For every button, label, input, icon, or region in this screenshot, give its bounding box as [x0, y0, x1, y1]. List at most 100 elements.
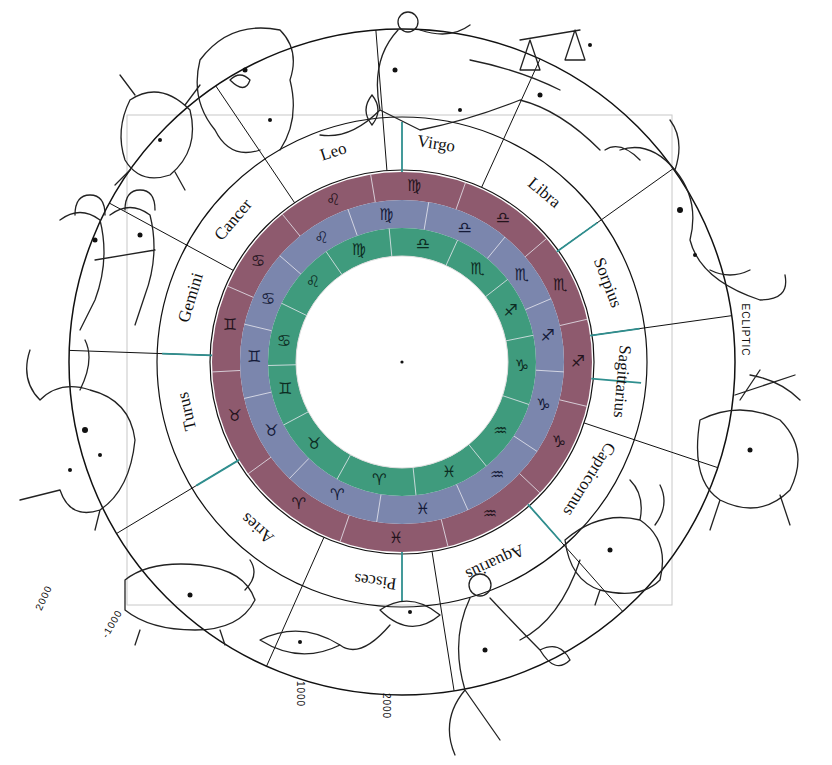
gemini-figure	[60, 190, 155, 330]
ring-divider	[212, 370, 240, 371]
marker-tick	[557, 223, 598, 252]
zodiac-glyph: ♈	[330, 487, 344, 503]
zodiac-glyph: ♑	[552, 434, 566, 450]
frame	[127, 115, 672, 605]
scorpius-figure	[605, 120, 786, 300]
zodiac-glyph: ♏	[515, 267, 529, 283]
sign-ring-inner	[210, 170, 594, 554]
ring-divider	[280, 256, 301, 274]
zodiac-glyph: ♓	[442, 464, 456, 480]
marker-tick	[401, 122, 403, 172]
precession-ring	[226, 186, 578, 538]
zodiac-glyph: ♍	[379, 207, 393, 223]
sign-name: Turus	[174, 391, 199, 433]
zodiac-glyph: ♌	[314, 230, 328, 246]
ring-divider	[228, 286, 254, 297]
ring-divider	[520, 474, 540, 493]
ring-divider	[560, 319, 587, 325]
sector-divider	[267, 537, 324, 666]
cancer-figure	[115, 75, 200, 190]
zodiac-glyph: ♑	[515, 358, 529, 374]
ring-divider	[377, 494, 381, 522]
libra-figure	[520, 30, 585, 70]
ring-divider	[457, 484, 468, 510]
ring-divider	[282, 303, 307, 315]
marker-tick	[401, 552, 403, 602]
ring-divider	[268, 364, 296, 366]
ring-divider	[282, 214, 300, 236]
zodiac-glyph: ♏	[470, 261, 484, 277]
zodiac-glyph: ♊	[223, 317, 237, 333]
sign-name: Leo	[319, 140, 349, 164]
zodiac-glyph: ♎	[416, 236, 430, 252]
leo-figure	[197, 28, 293, 153]
ring-divider	[514, 436, 537, 451]
ring-divider	[536, 370, 564, 372]
zodiac-glyph: ♋	[251, 253, 265, 269]
precession-ring	[282, 242, 522, 482]
aquarius-figure	[449, 560, 580, 755]
virgo-figure	[398, 12, 418, 32]
ring-divider	[469, 444, 487, 466]
sign-name: Libra	[524, 174, 563, 211]
ring-divider	[413, 467, 416, 495]
zodiac-glyph: ♐	[504, 303, 518, 319]
year-label: 2000	[381, 693, 391, 719]
ring-divider	[456, 183, 465, 209]
taurus-figure	[20, 340, 135, 530]
marker-tick	[528, 504, 561, 541]
ring-divider	[503, 396, 530, 405]
zodiac-glyph: ♒	[490, 467, 504, 483]
zodiac-glyph: ♑	[536, 397, 550, 413]
sector-divider	[109, 203, 233, 270]
zodiac-glyph: ♌	[326, 192, 340, 208]
zodiac-glyph: ♋	[277, 333, 291, 349]
sign-name: Aries	[238, 510, 277, 547]
center-disc	[296, 256, 508, 468]
center-dot	[400, 360, 403, 363]
zodiac-glyph: ♎	[457, 220, 471, 236]
zodiac-glyph: ♍	[407, 178, 421, 194]
ring-divider	[486, 280, 508, 297]
ring-divider	[525, 299, 551, 310]
ring-divider	[506, 335, 533, 341]
ecliptic-circle	[69, 29, 735, 695]
marker-tick	[590, 329, 640, 336]
zodiac-glyph: ♓	[389, 530, 403, 546]
zodiac-glyph: ♉	[307, 436, 321, 452]
year-label: 1000	[295, 681, 305, 707]
virgo-figure	[320, 25, 600, 150]
sector-divider	[432, 552, 454, 691]
sign-name: Gemini	[175, 271, 206, 325]
ring-divider	[487, 237, 505, 259]
ring-divider	[371, 175, 376, 203]
sign-name: Pisces	[353, 570, 397, 592]
year-label: 2000	[34, 584, 54, 612]
ring-divider	[424, 202, 429, 230]
year-label: -1000	[100, 608, 124, 639]
ring-divider	[348, 209, 357, 235]
ring-divider	[340, 515, 349, 541]
zodiac-glyph: ♒	[483, 506, 497, 522]
ring-divider	[446, 240, 458, 265]
ring-divider	[441, 519, 448, 546]
marker-tick	[196, 460, 239, 486]
zodiac-glyph: ♍	[352, 242, 366, 258]
zodiac-glyph: ♋	[261, 291, 275, 307]
virgo-figure	[366, 95, 378, 125]
zodiac-glyph: ♉	[264, 423, 278, 439]
constellation-figures	[20, 12, 800, 755]
ring-divider	[248, 457, 271, 473]
zodiac-glyph: ♎	[496, 210, 510, 226]
sign-name: Virgo	[416, 132, 457, 155]
zodiac-glyph: ♐	[571, 354, 585, 370]
ring-divider	[337, 455, 351, 479]
axis-label: ECLIPTIC	[740, 303, 750, 356]
sagittarius-figure	[698, 370, 801, 530]
zodiac-glyph: ♉	[227, 408, 241, 424]
ring-divider	[560, 400, 587, 407]
constellation-stars	[68, 43, 753, 653]
ring-divider	[244, 392, 271, 398]
